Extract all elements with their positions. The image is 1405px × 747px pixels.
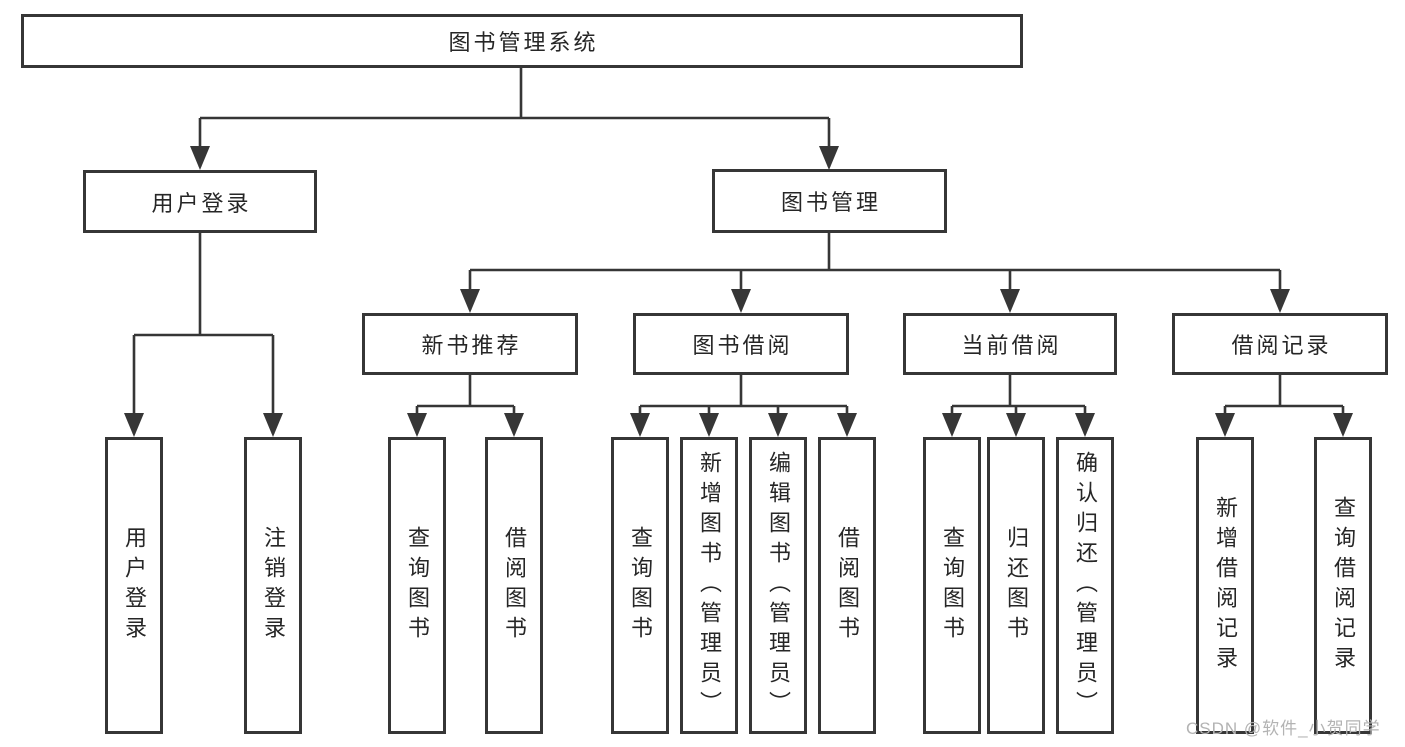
leaf-records-add-record-label: 新增借阅记录 [1213, 495, 1238, 676]
watermark: CSDN @软件_小贺同学 [1186, 719, 1381, 738]
leaf-newrec-borrow-books-label: 借阅图书 [502, 525, 527, 646]
node-system-root: 图书管理系统 [21, 14, 1023, 68]
leaf-records-query-record: 查询借阅记录 [1314, 437, 1372, 734]
node-system-root-label: 图书管理系统 [448, 30, 599, 55]
leaf-newrec-borrow-books: 借阅图书 [485, 437, 543, 734]
node-book-borrowing: 图书借阅 [633, 313, 849, 375]
leaf-current-return-books: 归还图书 [987, 437, 1045, 734]
leaf-current-return-books-label: 归还图书 [1004, 525, 1029, 646]
node-book-management: 图书管理 [712, 169, 947, 233]
leaf-borrow-query-books-label: 查询图书 [628, 525, 653, 646]
leaf-user-login: 用户登录 [105, 437, 163, 734]
leaf-logout: 注销登录 [244, 437, 302, 734]
leaf-records-query-record-label: 查询借阅记录 [1331, 495, 1356, 676]
leaf-records-add-record: 新增借阅记录 [1196, 437, 1254, 734]
leaf-logout-label: 注销登录 [261, 525, 286, 646]
node-book-borrowing-label: 图书借阅 [692, 333, 793, 358]
leaf-newrec-query-books: 查询图书 [388, 437, 446, 734]
leaf-borrow-edit-books-admin: 编辑图书（管理员） [749, 437, 807, 734]
node-current-borrowing: 当前借阅 [903, 313, 1117, 375]
leaf-current-confirm-return-admin-label: 确认归还（管理员） [1073, 450, 1098, 721]
leaf-current-query-books: 查询图书 [923, 437, 981, 734]
leaf-current-confirm-return-admin: 确认归还（管理员） [1056, 437, 1114, 734]
leaf-user-login-label: 用户登录 [122, 525, 147, 646]
leaf-borrow-borrow-books: 借阅图书 [818, 437, 876, 734]
leaf-borrow-edit-books-admin-label: 编辑图书（管理员） [766, 450, 791, 721]
leaf-borrow-borrow-books-label: 借阅图书 [835, 525, 860, 646]
leaf-borrow-add-books-admin: 新增图书（管理员） [680, 437, 738, 734]
node-new-book-recommendation-label: 新书推荐 [421, 333, 522, 358]
leaf-current-query-books-label: 查询图书 [940, 525, 965, 646]
node-new-book-recommendation: 新书推荐 [362, 313, 578, 375]
node-borrowing-records: 借阅记录 [1172, 313, 1388, 375]
leaf-borrow-add-books-admin-label: 新增图书（管理员） [697, 450, 722, 721]
node-user-login-label: 用户登录 [151, 190, 252, 216]
node-user-login: 用户登录 [83, 170, 317, 233]
node-current-borrowing-label: 当前借阅 [961, 333, 1062, 358]
leaf-borrow-query-books: 查询图书 [611, 437, 669, 734]
leaf-newrec-query-books-label: 查询图书 [405, 525, 430, 646]
node-borrowing-records-label: 借阅记录 [1231, 333, 1332, 358]
node-book-management-label: 图书管理 [780, 190, 881, 215]
